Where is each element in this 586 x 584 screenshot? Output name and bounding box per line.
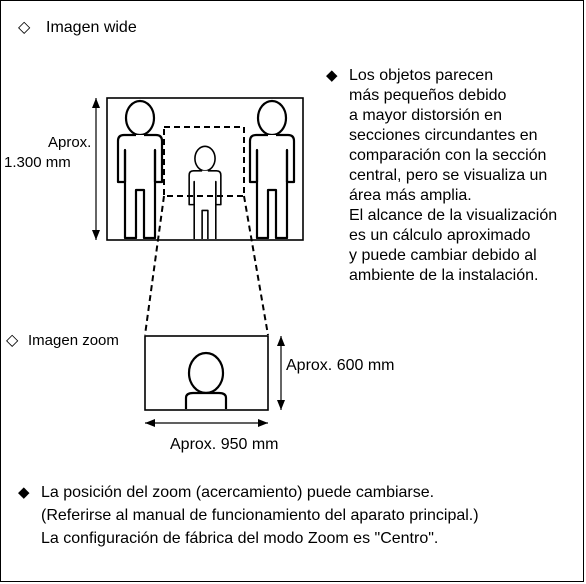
note-line: a mayor distorsión en	[349, 107, 502, 124]
note-line: comparación con la sección	[349, 147, 547, 164]
zoom-height-label: Aprox. 600 mm	[286, 357, 395, 374]
zoom-marker-icon: ◇	[6, 332, 19, 349]
note-line: área más amplia.	[349, 187, 472, 204]
footer-line: La posición del zoom (acercamiento) pued…	[41, 484, 435, 501]
note-line: central, pero se visualiza un	[349, 167, 548, 184]
zoom-width-label: Aprox. 950 mm	[170, 436, 279, 453]
footer-bullet-icon: ◆	[18, 484, 30, 501]
zoom-image-title: Imagen zoom	[28, 332, 119, 349]
wide-image-title: Imagen wide	[46, 19, 137, 36]
note-bullet-icon: ◆	[326, 67, 338, 84]
zoom-region-dashed	[163, 126, 245, 197]
note-line: secciones circundantes en	[349, 127, 538, 144]
wide-height-label-line2: 1.300 mm	[4, 154, 71, 171]
wide-marker-icon: ◇	[18, 19, 31, 36]
note-line: El alcance de la visualización	[349, 207, 558, 224]
note-line: y puede cambiar debido al	[349, 247, 537, 264]
note-line: Los objetos parecen	[349, 67, 494, 84]
projection-line-right	[243, 195, 269, 336]
person-zoom-icon	[184, 351, 228, 409]
wide-height-label-line1: Aprox.	[48, 134, 92, 151]
note-line: más pequeños debido	[349, 87, 507, 104]
note-line: es un cálculo aproximado	[349, 227, 531, 244]
projection-line-left	[144, 195, 165, 336]
footer-line: (Referirse al manual de funcionamiento d…	[41, 507, 479, 524]
note-line: ambiente de la instalación.	[349, 267, 539, 284]
footer-line: La configuración de fábrica del modo Zoo…	[41, 530, 439, 547]
